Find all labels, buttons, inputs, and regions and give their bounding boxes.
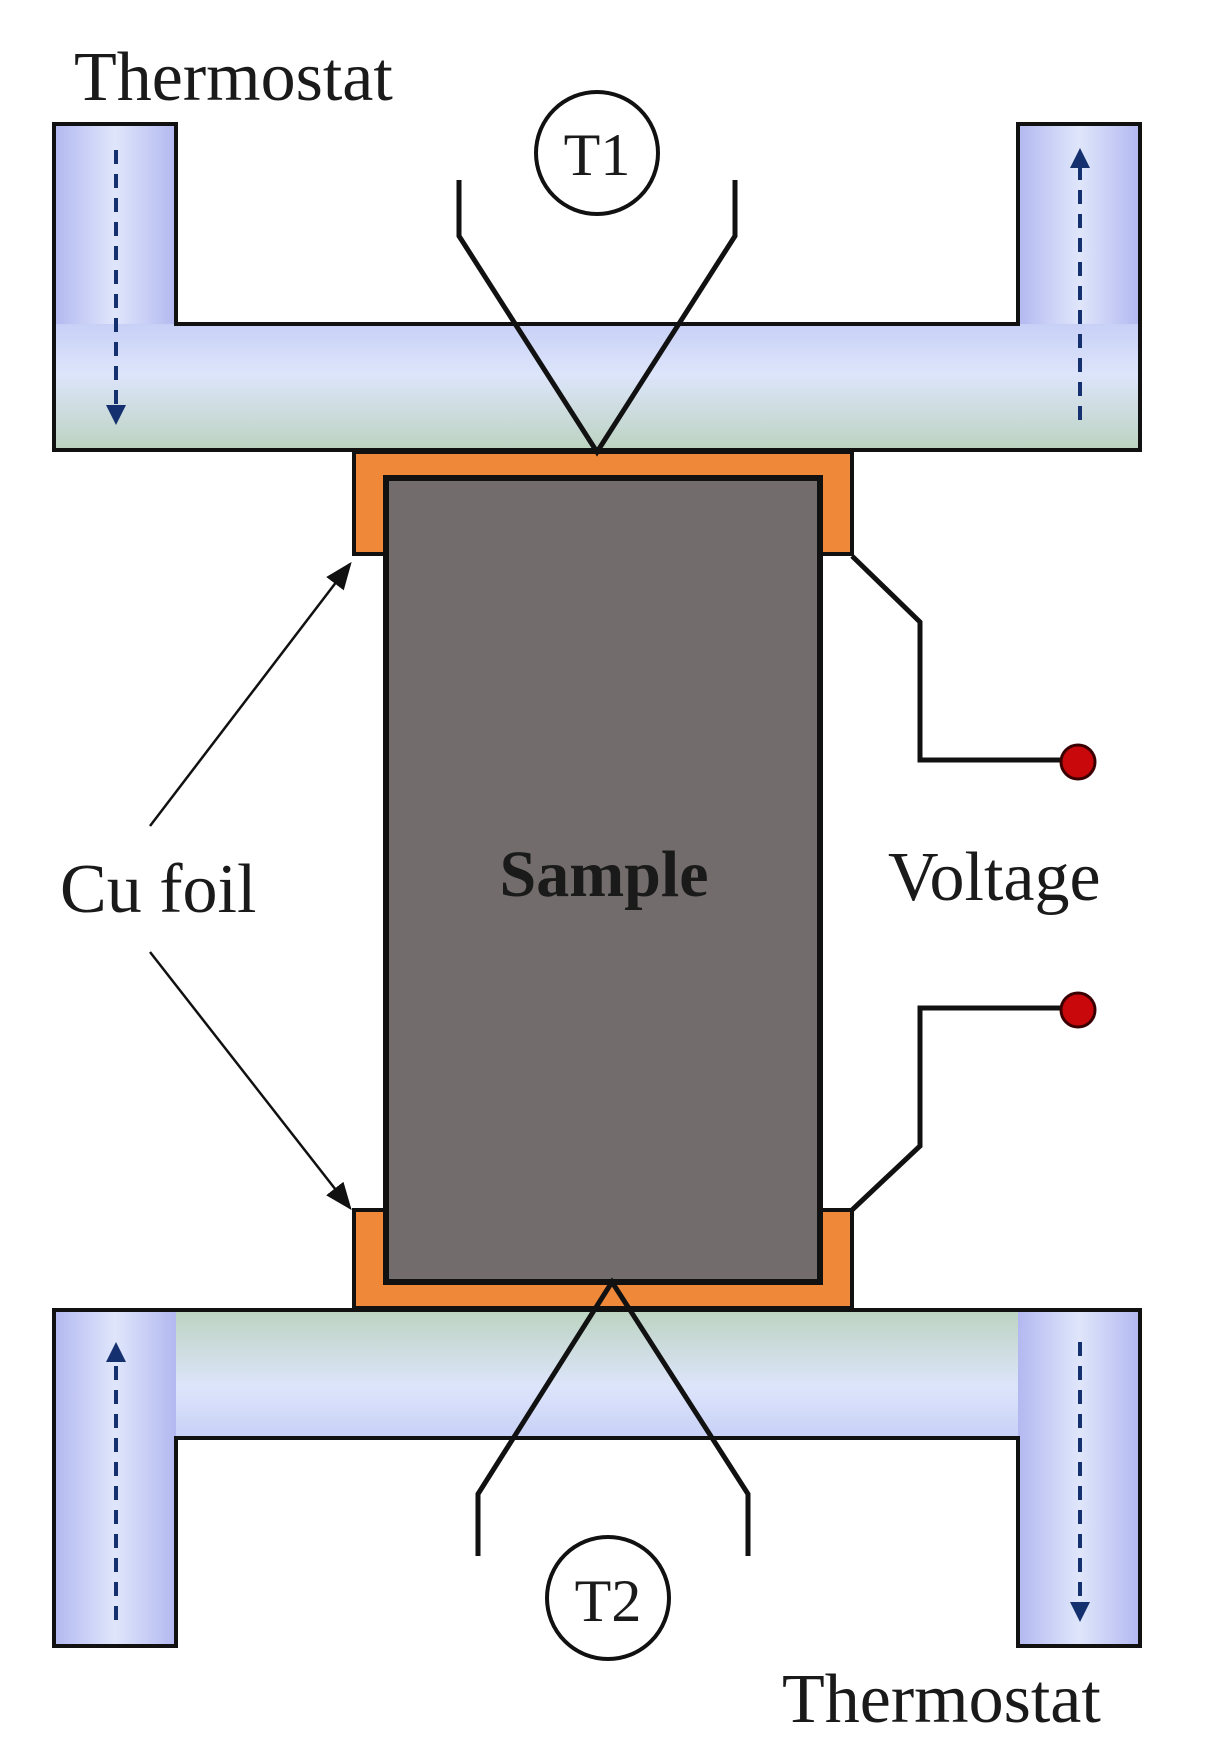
voltage-label: Voltage [888, 839, 1101, 916]
sample-label: Sample [499, 838, 708, 911]
thermocouple-t2 [475, 1277, 751, 1661]
voltage-terminal-top-icon [1059, 743, 1097, 781]
t1-label: T1 [564, 122, 631, 188]
thermocouple-t1 [456, 90, 738, 457]
sample-block [383, 475, 823, 1285]
bottom-thermostat-channel [52, 1308, 1142, 1648]
top-thermostat-channel [52, 122, 1142, 452]
thermostat-top-label: Thermostat [74, 39, 393, 116]
cu-foil-pointers [149, 561, 352, 1211]
thermostat-bottom-label: Thermostat [782, 1661, 1101, 1738]
cu-foil-pointer-top-icon [149, 561, 352, 827]
cu-foil-pointer-bottom-icon [149, 951, 352, 1211]
t2-label: T2 [575, 1568, 642, 1634]
voltage-leads [850, 554, 1097, 1212]
cu-foil-label: Cu foil [60, 851, 256, 928]
voltage-terminal-bottom-icon [1059, 991, 1097, 1029]
